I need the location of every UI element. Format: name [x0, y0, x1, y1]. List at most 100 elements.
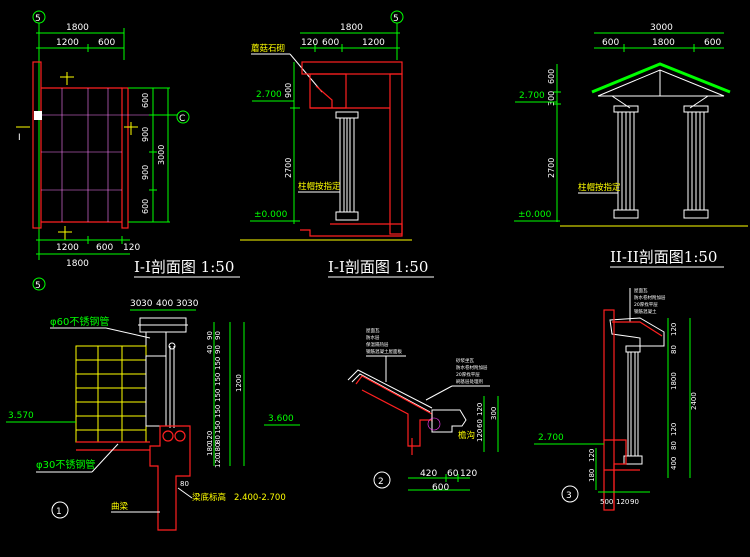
detail3-note-4: 钢筋混凝土 — [634, 308, 657, 315]
section1-level-ground: ±0.000 — [254, 210, 288, 220]
section2-level-upper: 2.700 — [519, 91, 545, 101]
detail-1-view: 30 30 400 30 30 φ60不锈钢管 — [6, 299, 300, 531]
plan-dim-right-4: 600 — [141, 199, 150, 214]
section-2-view: 3000 600 1800 600 600 300 2700 2.700 ±0.… — [514, 23, 748, 268]
detail3-number: 3 — [566, 491, 572, 501]
detail2-number: 2 — [378, 477, 384, 487]
plan-dim-right-1: 600 — [141, 93, 150, 108]
detail2-dim-v-3: 60 — [476, 419, 484, 428]
detail2-dim-bottom-2: 60 — [447, 469, 459, 479]
detail2-dim-bottom-total: 600 — [432, 483, 449, 493]
detail1-dim-v-13: 180 — [214, 443, 222, 456]
plan-dim-bottom-total: 1800 — [66, 259, 89, 269]
detail1-dim-top-1: 30 — [130, 299, 142, 309]
plan-dim-right-total: 3000 — [157, 145, 166, 165]
detail1-label-beam: 曲梁 — [111, 501, 129, 512]
detail1-dim-v-2: 90 — [214, 331, 222, 340]
detail2-note-left-3: 保温隔热层 — [366, 341, 389, 348]
detail3-dim-v-5: 120 — [670, 423, 678, 436]
plan-dim-top-2: 600 — [98, 38, 115, 48]
detail1-dim-v-7: 150 — [214, 389, 222, 402]
section1-dim-v-2: 2700 — [284, 158, 293, 178]
detail1-dim-v-14: 120 — [214, 455, 222, 468]
detail2-note-right-4: 刷基层处理剂 — [456, 378, 483, 385]
detail2-note-gutter: 檐沟 — [458, 430, 475, 441]
section2-dim-2: 1800 — [652, 38, 675, 48]
detail2-dim-v-4: 120 — [476, 429, 484, 442]
detail1-dim-v-6: 150 — [214, 373, 222, 386]
section1-dim-3: 1200 — [362, 38, 385, 48]
section2-dim-v-2: 300 — [547, 91, 556, 106]
detail1-dim-v-1: 90 — [206, 331, 214, 340]
detail1-dim-v-5: 150 — [214, 357, 222, 370]
detail1-number-bubble — [51, 501, 69, 519]
section1-dim-2: 600 — [322, 38, 339, 48]
axis-label-top: 5 — [35, 14, 41, 24]
section2-dim-total: 3000 — [650, 23, 673, 33]
detail3-dim-bottom-1: 500 — [600, 498, 613, 506]
section1-note-column: 柱帽按指定 — [298, 181, 341, 192]
detail1-dim-v-total: 1200 — [235, 374, 243, 392]
section1-level-upper: 2.700 — [256, 90, 282, 100]
detail2-dim-v-2: 300 — [490, 407, 498, 420]
plan-section-mark-left: I — [18, 133, 21, 143]
detail1-label-rail-bottom: φ30不锈钢管 — [36, 458, 95, 471]
plan-dim-bottom-1: 1200 — [56, 243, 79, 253]
section1-note-beam: 蘑菇石砌 — [251, 43, 285, 54]
plan-dim-right-3: 900 — [141, 165, 150, 180]
plan-title: I-I剖面图 1:50 — [134, 258, 234, 276]
detail1-level-right: 3.600 — [268, 414, 294, 424]
section-1-view: 1800 120 600 1200 5 蘑菇石砌 900 2700 2.700 … — [240, 10, 434, 278]
section2-note-column: 柱帽按指定 — [578, 182, 621, 193]
section2-dim-v-3: 2700 — [547, 158, 556, 178]
detail1-dim-v-4: 90 — [214, 345, 222, 354]
detail2-note-left-2: 防水层 — [366, 334, 380, 341]
detail3-note-1: 屋面瓦 — [634, 288, 648, 294]
detail1-dim-top-5: 30 — [187, 299, 199, 309]
detail3-dim-left-1: 120 — [588, 449, 596, 462]
detail2-number-bubble — [373, 471, 391, 489]
detail1-dim-v-8: 150 — [214, 405, 222, 418]
detail2-note-left-4: 钢筋混凝土屋面板 — [366, 348, 402, 355]
detail-2-view: 屋面瓦 防水层 保温隔热层 钢筋混凝土屋面板 砂浆坐瓦 防水卷材附加层 20厚找… — [347, 328, 499, 493]
section2-dim-3: 600 — [704, 38, 721, 48]
detail3-dim-bottom-3: 90 — [630, 498, 639, 506]
detail2-note-left-1: 屋面瓦 — [366, 328, 380, 334]
plan-view: 5 1800 1200 600 I 600 — [16, 10, 240, 291]
detail3-note-3: 20厚找平层 — [634, 301, 658, 308]
detail1-number: 1 — [56, 507, 62, 517]
axis-bubble-bottom — [32, 277, 46, 291]
detail1-dim-v-3: 40 — [206, 345, 214, 354]
plan-dim-right-2: 900 — [141, 127, 150, 142]
detail3-dim-v-3: 1800 — [670, 372, 678, 390]
detail2-note-right-3: 20厚找平层 — [456, 371, 480, 378]
section2-level-ground: ±0.000 — [518, 210, 552, 220]
detail3-number-bubble — [561, 485, 579, 503]
section1-title: I-I剖面图 1:50 — [328, 258, 428, 276]
detail3-note-2: 防水卷材附加层 — [634, 294, 666, 301]
section2-dim-v-1: 600 — [547, 69, 556, 84]
plan-dim-top-1: 1200 — [56, 38, 79, 48]
detail2-dim-bottom-1: 420 — [420, 469, 437, 479]
detail3-dim-v-6: 80 — [670, 441, 678, 450]
detail-3-view: 屋面瓦 防水卷材附加层 20厚找平层 钢筋混凝土 120 80 1800 240… — [534, 288, 698, 511]
plan-dim-bottom-2: 600 — [96, 243, 113, 253]
detail1-beam-level-value: 2.400-2.700 — [234, 493, 286, 503]
detail1-label-beam-level: 梁底标高 — [192, 492, 226, 503]
detail1-label-rail-top: φ60不锈钢管 — [50, 315, 109, 328]
section1-dim-1: 120 — [301, 38, 318, 48]
detail3-dim-left-2: 180 — [588, 469, 596, 482]
detail2-dim-bottom-3: 120 — [460, 469, 477, 479]
detail3-level: 2.700 — [538, 433, 564, 443]
detail1-level-left: 3.570 — [8, 411, 34, 421]
section2-dim-1: 600 — [602, 38, 619, 48]
detail1-dim-top-4: 30 — [176, 299, 188, 309]
detail3-dim-v-2: 80 — [670, 345, 678, 354]
detail3-dim-v-4: 2400 — [690, 392, 698, 410]
section1-dim-v-1: 900 — [284, 83, 293, 98]
detail2-note-right-1: 砂浆坐瓦 — [456, 357, 474, 364]
detail1-dim-v-9: 150 — [214, 421, 222, 434]
detail1-dim-top-3: 400 — [156, 299, 173, 309]
section2-title: II-II剖面图1:50 — [610, 248, 717, 266]
